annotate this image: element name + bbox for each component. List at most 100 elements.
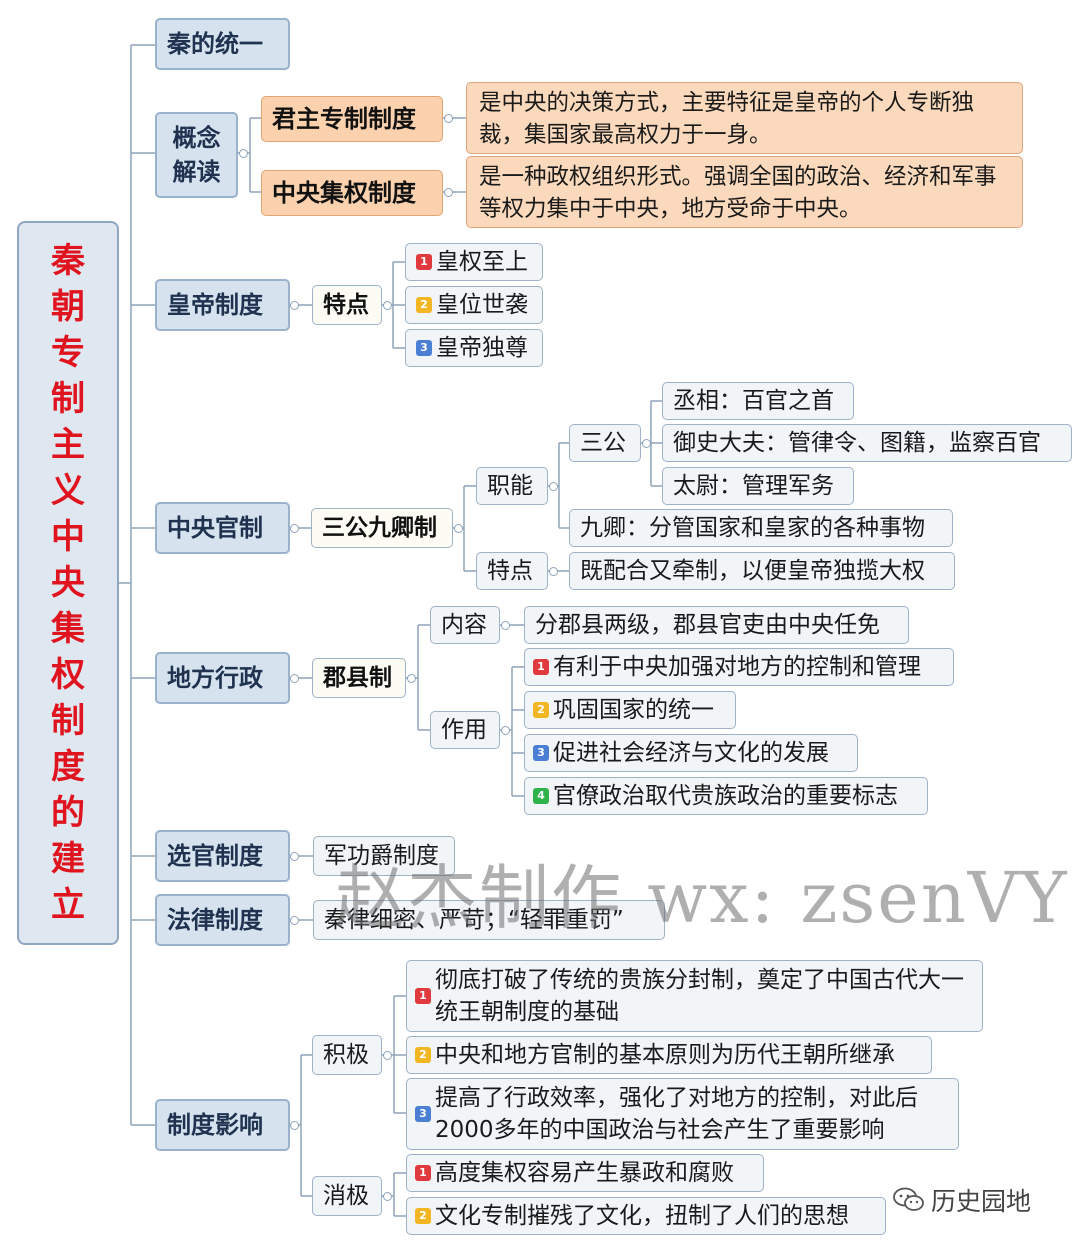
item-censor[interactable]: 御史大夫：管律令、图籍，监察百官 xyxy=(662,424,1072,462)
node-functions[interactable]: 职能 xyxy=(476,467,548,505)
brand-badge: 历史园地 xyxy=(893,1182,1031,1218)
badge-1-icon: 1 xyxy=(415,1165,431,1181)
item-emperor-2[interactable]: 2 皇位世袭 xyxy=(405,286,543,324)
item-text: 中央和地方官制的基本原则为历代王朝所继承 xyxy=(435,1042,895,1068)
item-effect-4[interactable]: 4 官僚政治取代贵族政治的重要标志 xyxy=(524,777,928,815)
connector-dot xyxy=(383,1192,392,1201)
wechat-icon xyxy=(893,1187,924,1211)
connector-dot xyxy=(290,1121,299,1130)
connector-dot xyxy=(290,916,299,925)
item-text: 提高了行政效率，强化了对地方的控制，对此后2000多年的中国政治与社会产生了重要… xyxy=(435,1085,918,1143)
node-local-admin[interactable]: 地方行政 xyxy=(155,652,290,704)
root-title-char: 权 xyxy=(51,655,85,695)
node-central-officials[interactable]: 中央官制 xyxy=(155,502,290,554)
item-commandant[interactable]: 太尉：管理军务 xyxy=(662,467,854,505)
connector-dot xyxy=(501,621,510,630)
connector-dot xyxy=(642,439,651,448)
item-content-text[interactable]: 分郡县两级，郡县官吏由中央任免 xyxy=(524,606,909,644)
connector-dot xyxy=(383,301,392,310)
item-text: 皇帝独尊 xyxy=(436,335,528,361)
item-effect-2[interactable]: 2 巩固国家的统一 xyxy=(524,691,736,729)
badge-3-icon: 3 xyxy=(415,1106,431,1122)
root-title-char: 制 xyxy=(51,701,85,741)
node-commandery-county[interactable]: 郡县制 xyxy=(312,658,406,698)
connector-dot xyxy=(454,524,463,533)
root-title-char: 专 xyxy=(51,333,85,373)
root-title-char: 度 xyxy=(51,747,85,787)
item-military-merit[interactable]: 军功爵制度 xyxy=(313,836,455,876)
item-text: 有利于中央加强对地方的控制和管理 xyxy=(553,654,921,680)
root-title-char: 中 xyxy=(51,517,85,557)
root-title-char: 义 xyxy=(51,471,85,511)
badge-1-icon: 1 xyxy=(415,988,431,1004)
badge-1-icon: 1 xyxy=(533,659,549,675)
node-influence[interactable]: 制度影响 xyxy=(155,1099,290,1151)
connector-dot xyxy=(290,674,299,683)
badge-2-icon: 2 xyxy=(533,702,549,718)
item-chancellor[interactable]: 丞相：百官之首 xyxy=(662,382,854,420)
node-concepts[interactable]: 概念解读 xyxy=(155,112,238,198)
brand-text: 历史园地 xyxy=(931,1187,1032,1216)
badge-3-icon: 3 xyxy=(533,745,549,761)
connector-dot xyxy=(444,114,453,123)
node-centralization[interactable]: 中央集权制度 xyxy=(261,170,443,216)
node-official-selection[interactable]: 选官制度 xyxy=(155,830,290,882)
item-nine-ministers[interactable]: 九卿：分管国家和皇家的各种事物 xyxy=(569,509,953,547)
node-monarchy[interactable]: 君主专制制度 xyxy=(261,96,443,142)
connector-dot xyxy=(549,567,558,576)
def-monarchy: 是中央的决策方式，主要特征是皇帝的个人专断独裁，集国家最高权力于一身。 xyxy=(466,82,1023,154)
node-emperor-features[interactable]: 特点 xyxy=(312,285,382,325)
connector-dot xyxy=(290,301,299,310)
node-positive[interactable]: 积极 xyxy=(312,1035,382,1075)
item-text: 皇位世袭 xyxy=(436,292,528,318)
watermark-text: 赵杰制作 wx: zsenVY xyxy=(335,857,1069,939)
def-centralization: 是一种政权组织形式。强调全国的政治、经济和军事等权力集中于中央，地方受命于中央。 xyxy=(466,156,1023,228)
item-negative-1[interactable]: 1 高度集权容易产生暴政和腐败 xyxy=(406,1154,764,1192)
node-emperor-system[interactable]: 皇帝制度 xyxy=(155,279,290,331)
node-concepts-label: 概念解读 xyxy=(172,124,221,186)
node-effects[interactable]: 作用 xyxy=(430,711,500,749)
connector-dot xyxy=(290,524,299,533)
connector-dot xyxy=(444,188,453,197)
root-title-char: 集 xyxy=(51,609,85,649)
badge-2-icon: 2 xyxy=(416,297,432,313)
item-effect-1[interactable]: 1 有利于中央加强对地方的控制和管理 xyxy=(524,648,954,686)
root-title-char: 央 xyxy=(51,563,85,603)
connector-dot xyxy=(549,482,558,491)
node-negative[interactable]: 消极 xyxy=(312,1176,382,1216)
item-effect-3[interactable]: 3 促进社会经济与文化的发展 xyxy=(524,734,858,772)
root-title-char: 的 xyxy=(51,793,85,833)
item-text: 高度集权容易产生暴政和腐败 xyxy=(435,1160,734,1186)
item-negative-2[interactable]: 2 文化专制摧残了文化，扭制了人们的思想 xyxy=(406,1197,886,1235)
node-three-lords-nine-ministers[interactable]: 三公九卿制 xyxy=(311,508,453,548)
item-positive-2[interactable]: 2 中央和地方官制的基本原则为历代王朝所继承 xyxy=(406,1036,932,1074)
item-emperor-3[interactable]: 3 皇帝独尊 xyxy=(405,329,543,367)
item-qin-law[interactable]: 秦律细密、严苛；“轻罪重罚” xyxy=(313,900,665,940)
root-title-char: 建 xyxy=(51,839,85,879)
root-node[interactable]: 秦朝专制主义中央集权制度的建立 xyxy=(17,221,119,945)
node-qin-unification[interactable]: 秦的统一 xyxy=(155,18,290,70)
item-positive-1[interactable]: 1 彻底打破了传统的贵族分封制，奠定了中国古代大一统王朝制度的基础 xyxy=(406,960,983,1032)
root-title-char: 制 xyxy=(51,379,85,419)
connector-dot xyxy=(290,852,299,861)
node-three-lords[interactable]: 三公 xyxy=(569,424,641,462)
connector-dot xyxy=(407,674,416,683)
node-content[interactable]: 内容 xyxy=(430,606,500,644)
item-text: 彻底打破了传统的贵族分封制，奠定了中国古代大一统王朝制度的基础 xyxy=(435,967,964,1025)
connector-dot xyxy=(239,149,248,158)
badge-3-icon: 3 xyxy=(416,340,432,356)
badge-2-icon: 2 xyxy=(415,1208,431,1224)
item-text: 文化专制摧残了文化，扭制了人们的思想 xyxy=(435,1203,849,1229)
item-positive-3[interactable]: 3 提高了行政效率，强化了对地方的控制，对此后2000多年的中国政治与社会产生了… xyxy=(406,1078,959,1150)
connector-dot xyxy=(501,726,510,735)
item-emperor-1[interactable]: 1 皇权至上 xyxy=(405,243,543,281)
node-central-features[interactable]: 特点 xyxy=(476,552,548,590)
root-title-char: 朝 xyxy=(51,287,85,327)
item-text: 促进社会经济与文化的发展 xyxy=(553,740,829,766)
badge-2-icon: 2 xyxy=(415,1047,431,1063)
item-central-feature-text[interactable]: 既配合又牵制，以便皇帝独揽大权 xyxy=(569,552,955,590)
item-text: 巩固国家的统一 xyxy=(553,697,714,723)
root-title-char: 主 xyxy=(51,425,85,465)
node-legal-system[interactable]: 法律制度 xyxy=(155,894,290,946)
badge-4-icon: 4 xyxy=(533,788,549,804)
